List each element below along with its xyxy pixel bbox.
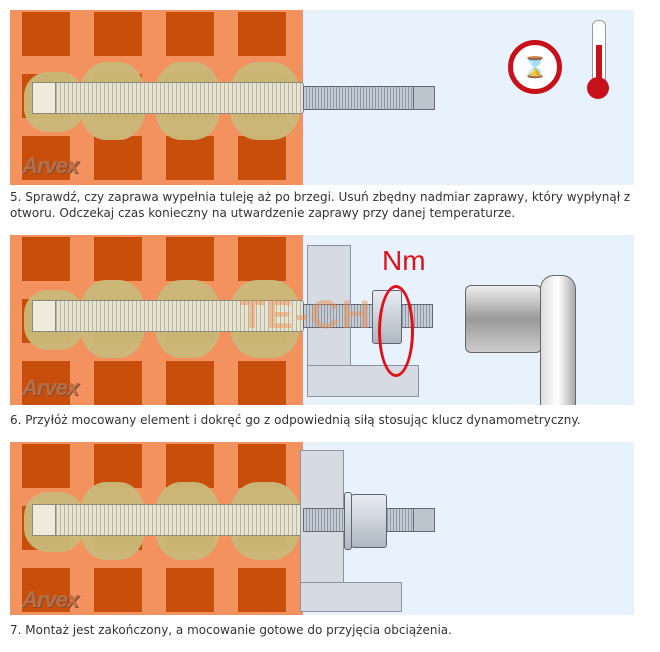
brick <box>94 361 142 405</box>
torque-label: Nm <box>382 245 426 276</box>
brick <box>238 444 286 488</box>
brick <box>94 568 142 612</box>
threaded-rod <box>303 86 415 110</box>
step-6-caption: 6. Przyłóż mocowany element i dokręć go … <box>10 413 581 427</box>
brick <box>166 568 214 612</box>
brick <box>166 136 214 180</box>
step-6-illustration: Nm TE-CH Arvex <box>10 235 634 405</box>
brick <box>22 444 70 488</box>
arvex-logo: Arvex <box>22 375 79 400</box>
brick <box>166 444 214 488</box>
brick <box>166 237 214 281</box>
brick <box>238 12 286 56</box>
watermark: TE-CH <box>240 293 373 337</box>
brick <box>94 136 142 180</box>
brick <box>238 237 286 281</box>
brick <box>22 361 70 405</box>
brick <box>22 12 70 56</box>
brick <box>94 237 142 281</box>
brick <box>94 444 142 488</box>
arvex-logo: Arvex <box>22 153 79 178</box>
step-5-caption: 5. Sprawdź, czy zaprawa wypełnia tuleję … <box>10 190 631 220</box>
arvex-logo: Arvex <box>22 587 79 612</box>
nut <box>351 494 387 548</box>
step-7-illustration: Arvex <box>10 442 634 615</box>
torque-arrow-icon <box>378 285 414 377</box>
clock-icon: ⌛ <box>508 40 562 94</box>
brick <box>22 568 70 612</box>
brick <box>94 12 142 56</box>
step-5-illustration: Arvex ⌛ <box>10 10 634 185</box>
brick <box>238 136 286 180</box>
brick <box>22 136 70 180</box>
thermometer-icon <box>587 20 609 99</box>
brick <box>22 237 70 281</box>
brick <box>166 361 214 405</box>
anchor-sleeve <box>32 82 304 114</box>
brick <box>238 568 286 612</box>
step-7-caption: 7. Montaż jest zakończony, a mocowanie g… <box>10 623 452 637</box>
brick <box>238 361 286 405</box>
torque-wrench <box>465 285 542 353</box>
brick <box>166 12 214 56</box>
